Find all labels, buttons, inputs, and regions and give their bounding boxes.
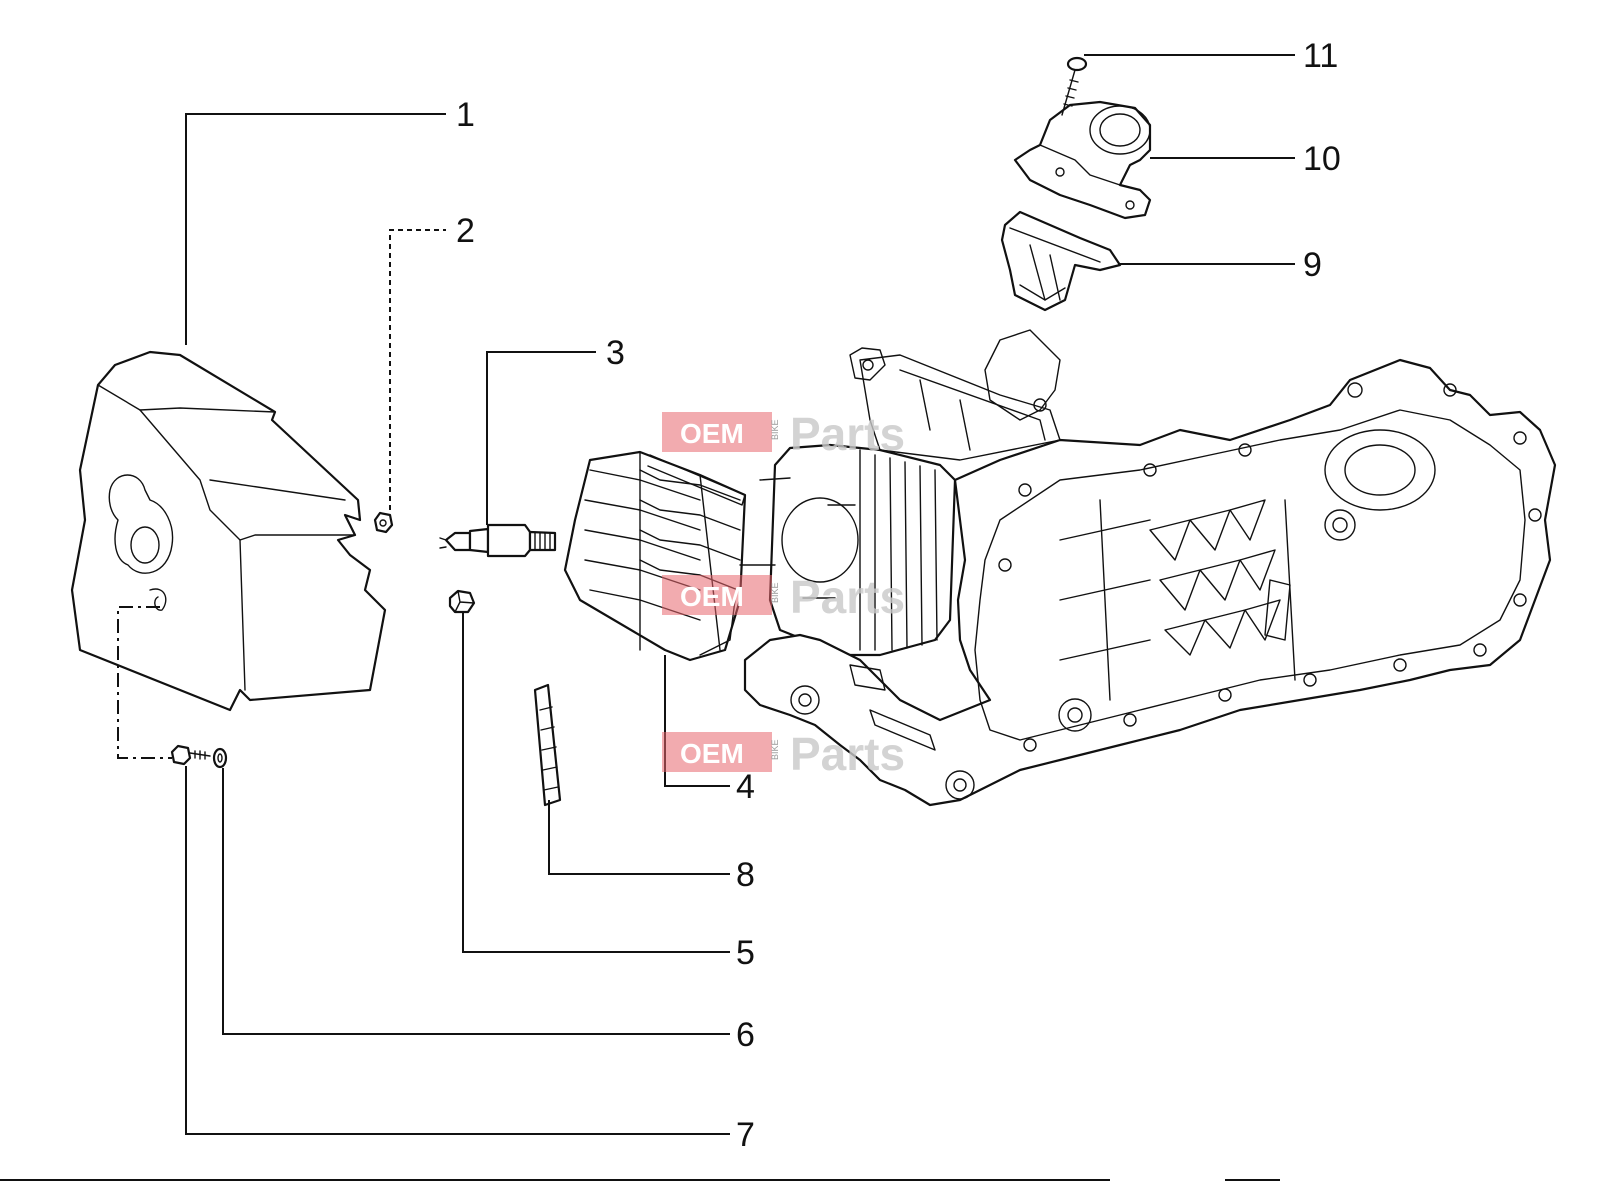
callout-11: 11: [1303, 37, 1338, 75]
part-7-screw[interactable]: [170, 744, 211, 766]
callout-10: 10: [1303, 140, 1341, 178]
leader-lines: [117, 54, 1295, 1135]
part-11-screw[interactable]: [1061, 56, 1088, 116]
callout-9: 9: [1303, 246, 1322, 284]
part-4-cylinder-head[interactable]: [563, 450, 747, 662]
callout-2: 2: [456, 212, 475, 250]
svg-text:BIKE: BIKE: [770, 739, 780, 760]
watermark-logo-1: OEM BIKE Parts: [662, 408, 905, 460]
engine-crankcase: [739, 329, 1557, 807]
svg-text:OEM: OEM: [680, 418, 744, 449]
part-5-cap-nut[interactable]: [448, 589, 476, 614]
part-9-reed-valve[interactable]: [1000, 210, 1122, 312]
watermark-logo-2: OEM BIKE Parts: [662, 571, 905, 623]
svg-text:BIKE: BIKE: [770, 419, 780, 440]
svg-text:OEM: OEM: [680, 738, 744, 769]
part-8-shim[interactable]: [533, 683, 562, 807]
callout-3: 3: [606, 334, 625, 372]
watermark-logo-3: OEM BIKE Parts: [662, 728, 905, 780]
svg-text:BIKE: BIKE: [770, 582, 780, 603]
callout-8: 8: [736, 856, 755, 894]
callout-6: 6: [736, 1016, 755, 1054]
callout-4: 4: [736, 768, 755, 806]
callout-1: 1: [456, 96, 475, 134]
part-1-cylinder-cowl[interactable]: [70, 350, 387, 712]
svg-text:OEM: OEM: [680, 581, 744, 612]
part-6-washer[interactable]: [212, 747, 228, 769]
part-10-intake-manifold[interactable]: [1013, 100, 1152, 220]
callout-numbers: 1 2 3 4 5 6 7 8 9 10 11: [456, 37, 1341, 1154]
callout-7: 7: [736, 1116, 755, 1154]
part-2-nut[interactable]: [373, 511, 394, 534]
svg-text:Parts: Parts: [790, 408, 905, 460]
svg-text:Parts: Parts: [790, 571, 905, 623]
callout-5: 5: [736, 934, 755, 972]
part-3-spark-plug[interactable]: [439, 523, 557, 558]
svg-text:Parts: Parts: [790, 728, 905, 780]
